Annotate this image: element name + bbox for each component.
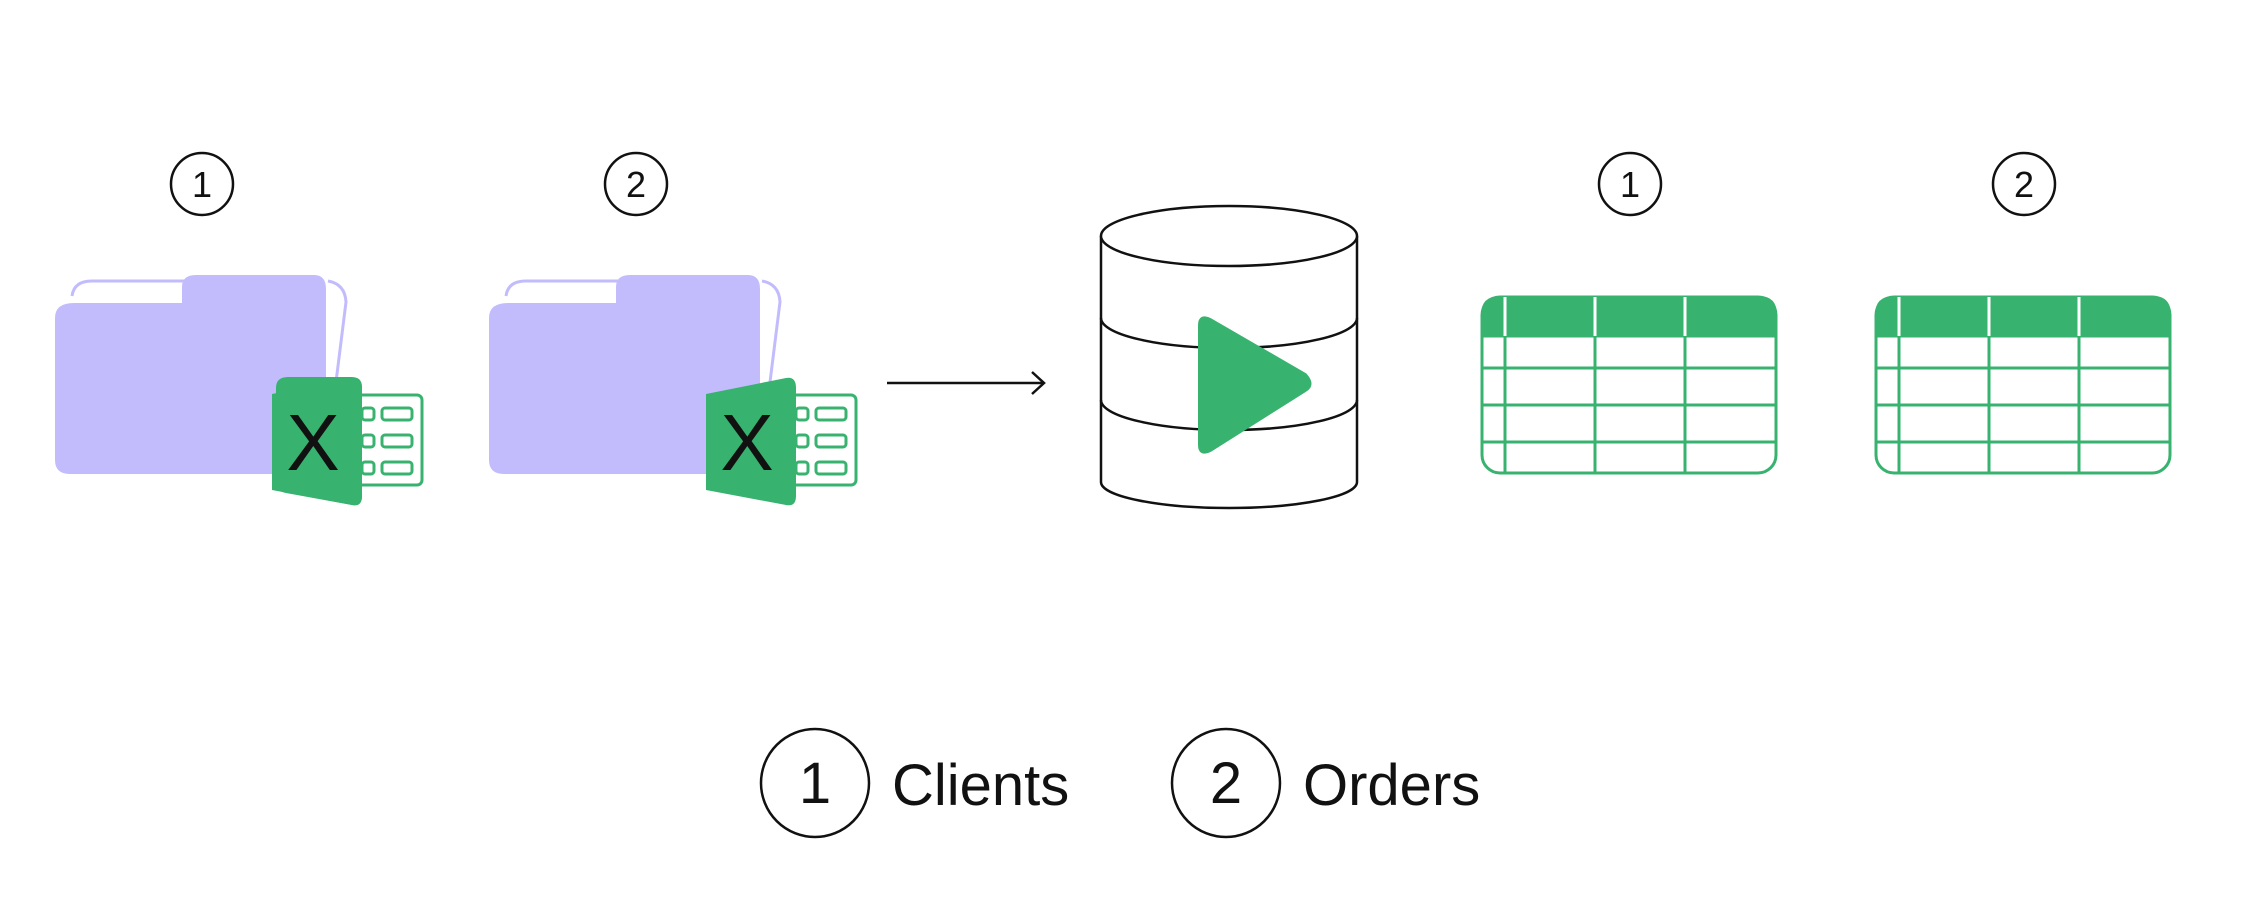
table-icon xyxy=(1480,295,1778,475)
arrow-right-icon xyxy=(887,371,1046,395)
legend-item-orders: 2 Orders xyxy=(1170,727,1480,839)
output-badge-2: 2 xyxy=(1991,151,2057,217)
source-group-2: 2 X xyxy=(489,151,858,506)
svg-text:2: 2 xyxy=(626,164,646,205)
svg-text:X: X xyxy=(720,398,773,487)
svg-text:1: 1 xyxy=(192,164,212,205)
source-badge-2: 2 xyxy=(603,151,669,217)
output-group-1: 1 xyxy=(1480,151,1778,475)
legend-number: 2 xyxy=(1210,751,1242,816)
source-badge-1: 1 xyxy=(169,151,235,217)
legend: 1 Clients 2 Orders xyxy=(759,727,1480,839)
legend-item-clients: 1 Clients xyxy=(759,727,1069,839)
svg-text:1: 1 xyxy=(1620,164,1640,205)
legend-label: Orders xyxy=(1303,753,1480,818)
output-group-2: 2 xyxy=(1874,151,2172,475)
legend-number: 1 xyxy=(799,751,831,816)
svg-text:X: X xyxy=(286,398,339,487)
svg-text:2: 2 xyxy=(2014,164,2034,205)
output-badge-1: 1 xyxy=(1597,151,1663,217)
legend-label: Clients xyxy=(892,753,1069,818)
table-icon xyxy=(1874,295,2172,475)
source-group-1: 1 X xyxy=(55,151,424,506)
excel-folder-icon: X xyxy=(55,275,424,506)
database-play-icon xyxy=(1099,204,1359,510)
excel-folder-icon: X xyxy=(489,275,858,506)
play-icon xyxy=(1198,316,1312,454)
